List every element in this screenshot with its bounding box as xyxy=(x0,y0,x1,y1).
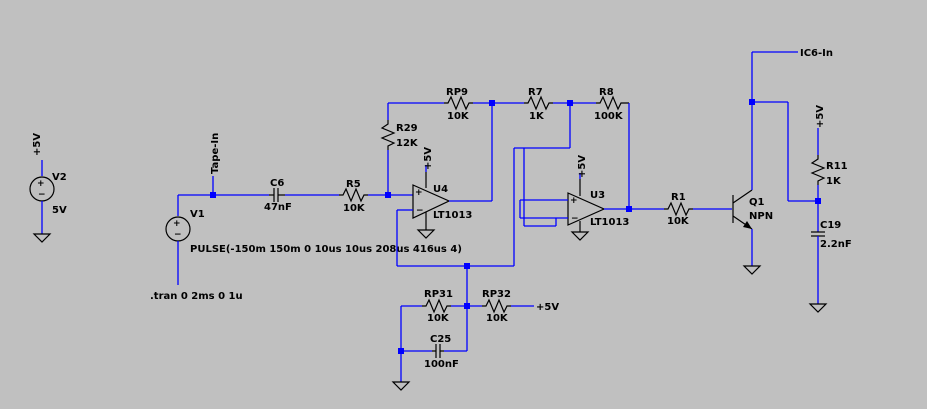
q1-model: NPN xyxy=(749,211,773,222)
ground-icon xyxy=(416,229,436,239)
junction xyxy=(815,198,821,204)
svg-text:+: + xyxy=(37,179,45,189)
r8-resistor[interactable] xyxy=(596,95,629,111)
c19-name: C19 xyxy=(820,220,841,231)
rp9-resistor[interactable] xyxy=(444,95,473,111)
u4-supply-label: +5V xyxy=(423,147,434,170)
ground-icon xyxy=(808,303,828,313)
rp9-name: RP9 xyxy=(446,87,468,98)
svg-text:+: + xyxy=(570,196,578,206)
u3-name: U3 xyxy=(590,190,605,201)
junction xyxy=(464,303,470,309)
c19-value: 2.2nF xyxy=(820,239,852,250)
r7-resistor[interactable] xyxy=(524,95,553,111)
r11-value: 1K xyxy=(826,176,842,187)
u4-model: LT1013 xyxy=(433,210,472,221)
c6-name: C6 xyxy=(270,178,284,189)
q1-npn-transistor[interactable] xyxy=(732,189,753,230)
rp31-value: 10K xyxy=(427,313,450,324)
svg-text:+: + xyxy=(415,188,423,198)
u3-opamp[interactable]: + − xyxy=(567,179,606,232)
c25-name: C25 xyxy=(430,334,451,345)
r8-value: 100K xyxy=(594,111,624,122)
v1-source[interactable]: + − V1 PULSE(-150m 150m 0 10us 10us 208u… xyxy=(165,195,462,285)
r29-name: R29 xyxy=(396,123,418,134)
ground-icon xyxy=(742,265,762,275)
ground-icon xyxy=(391,381,411,391)
v2-supply-label: +5V xyxy=(32,133,43,156)
r1-value: 10K xyxy=(667,216,690,227)
r1-name: R1 xyxy=(671,192,686,203)
r8-name: R8 xyxy=(599,87,614,98)
tran-directive[interactable]: .tran 0 2ms 0 1u xyxy=(150,291,243,302)
r29-value: 12K xyxy=(396,138,419,149)
c25-value: 100nF xyxy=(424,359,459,370)
ground-icon xyxy=(32,233,52,243)
svg-text:−: − xyxy=(571,214,579,224)
r5-resistor[interactable] xyxy=(339,187,368,203)
rp32-supply-label: +5V xyxy=(536,302,559,313)
v1-name: V1 xyxy=(190,209,205,220)
v2-value: 5V xyxy=(52,205,67,216)
r1-resistor[interactable] xyxy=(664,201,693,217)
svg-text:−: − xyxy=(416,206,424,216)
c25-capacitor[interactable] xyxy=(432,344,444,358)
u3-supply-label: +5V xyxy=(577,155,588,178)
q1-name: Q1 xyxy=(749,197,765,208)
rp32-name: RP32 xyxy=(482,289,511,300)
rp31-resistor[interactable] xyxy=(422,298,451,314)
r7-value: 1K xyxy=(529,111,545,122)
rp31-name: RP31 xyxy=(424,289,453,300)
c19-capacitor[interactable] xyxy=(811,231,825,237)
ic6-in-net-label[interactable]: IC6-In xyxy=(800,48,833,59)
c6-capacitor[interactable] xyxy=(269,188,285,202)
svg-text:+: + xyxy=(173,219,181,229)
svg-text:−: − xyxy=(38,190,46,200)
u4-name: U4 xyxy=(433,184,448,195)
v1-pulse-spec: PULSE(-150m 150m 0 10us 10us 208us 416us… xyxy=(190,244,462,255)
tape-in-net-label[interactable]: Tape-In xyxy=(210,133,221,174)
junction xyxy=(626,206,632,212)
ground-icon xyxy=(570,231,590,241)
r5-value: 10K xyxy=(343,203,366,214)
u4-opamp[interactable]: + − xyxy=(412,172,451,230)
rp32-value: 10K xyxy=(486,313,509,324)
r11-resistor[interactable] xyxy=(810,155,826,185)
v2-name: V2 xyxy=(52,172,67,183)
svg-text:−: − xyxy=(174,230,182,240)
u3-model: LT1013 xyxy=(590,217,629,228)
r29-resistor[interactable] xyxy=(380,120,396,150)
r5-name: R5 xyxy=(346,179,361,190)
c6-value: 47nF xyxy=(264,202,292,213)
r11-name: R11 xyxy=(826,161,848,172)
rp9-value: 10K xyxy=(447,111,470,122)
r11-supply-label: +5V xyxy=(815,105,826,128)
rp32-resistor[interactable] xyxy=(482,298,511,314)
v2-source[interactable]: + − +5V V2 5V xyxy=(29,133,67,243)
r7-name: R7 xyxy=(528,87,543,98)
